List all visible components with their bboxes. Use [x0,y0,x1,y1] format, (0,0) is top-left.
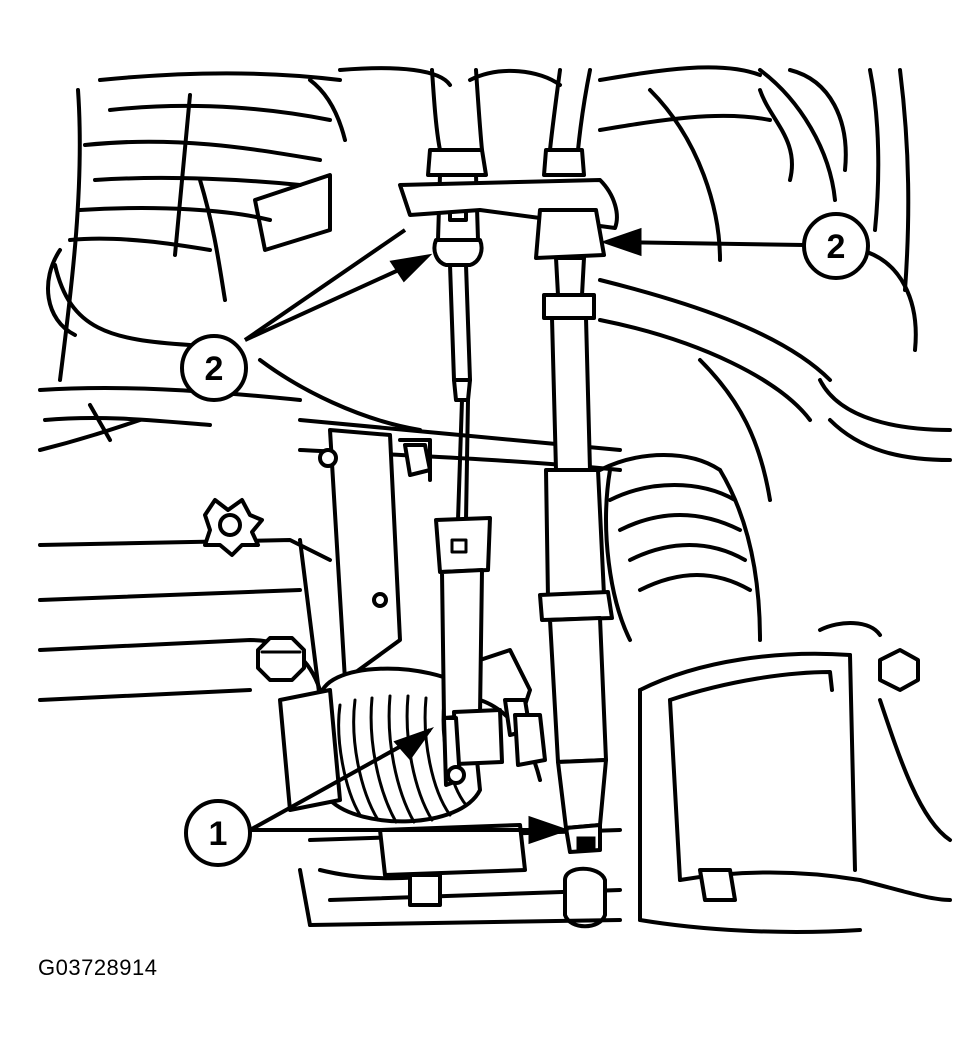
figure-id: G03728914 [38,955,158,980]
lower-bracket [298,823,622,929]
callout-2-right-label: 2 [827,228,846,266]
callout-1-label: 1 [209,815,228,853]
callout-2-left-label: 2 [205,350,224,388]
callout-2-left: 2 [180,228,433,402]
pulley-assembly [278,648,547,824]
callout-2-right: 2 [600,212,870,280]
callout-1: 1 [184,727,570,867]
shift-cable-right [398,68,619,854]
right-bracket [638,621,952,934]
engine-bay-background [38,65,952,702]
